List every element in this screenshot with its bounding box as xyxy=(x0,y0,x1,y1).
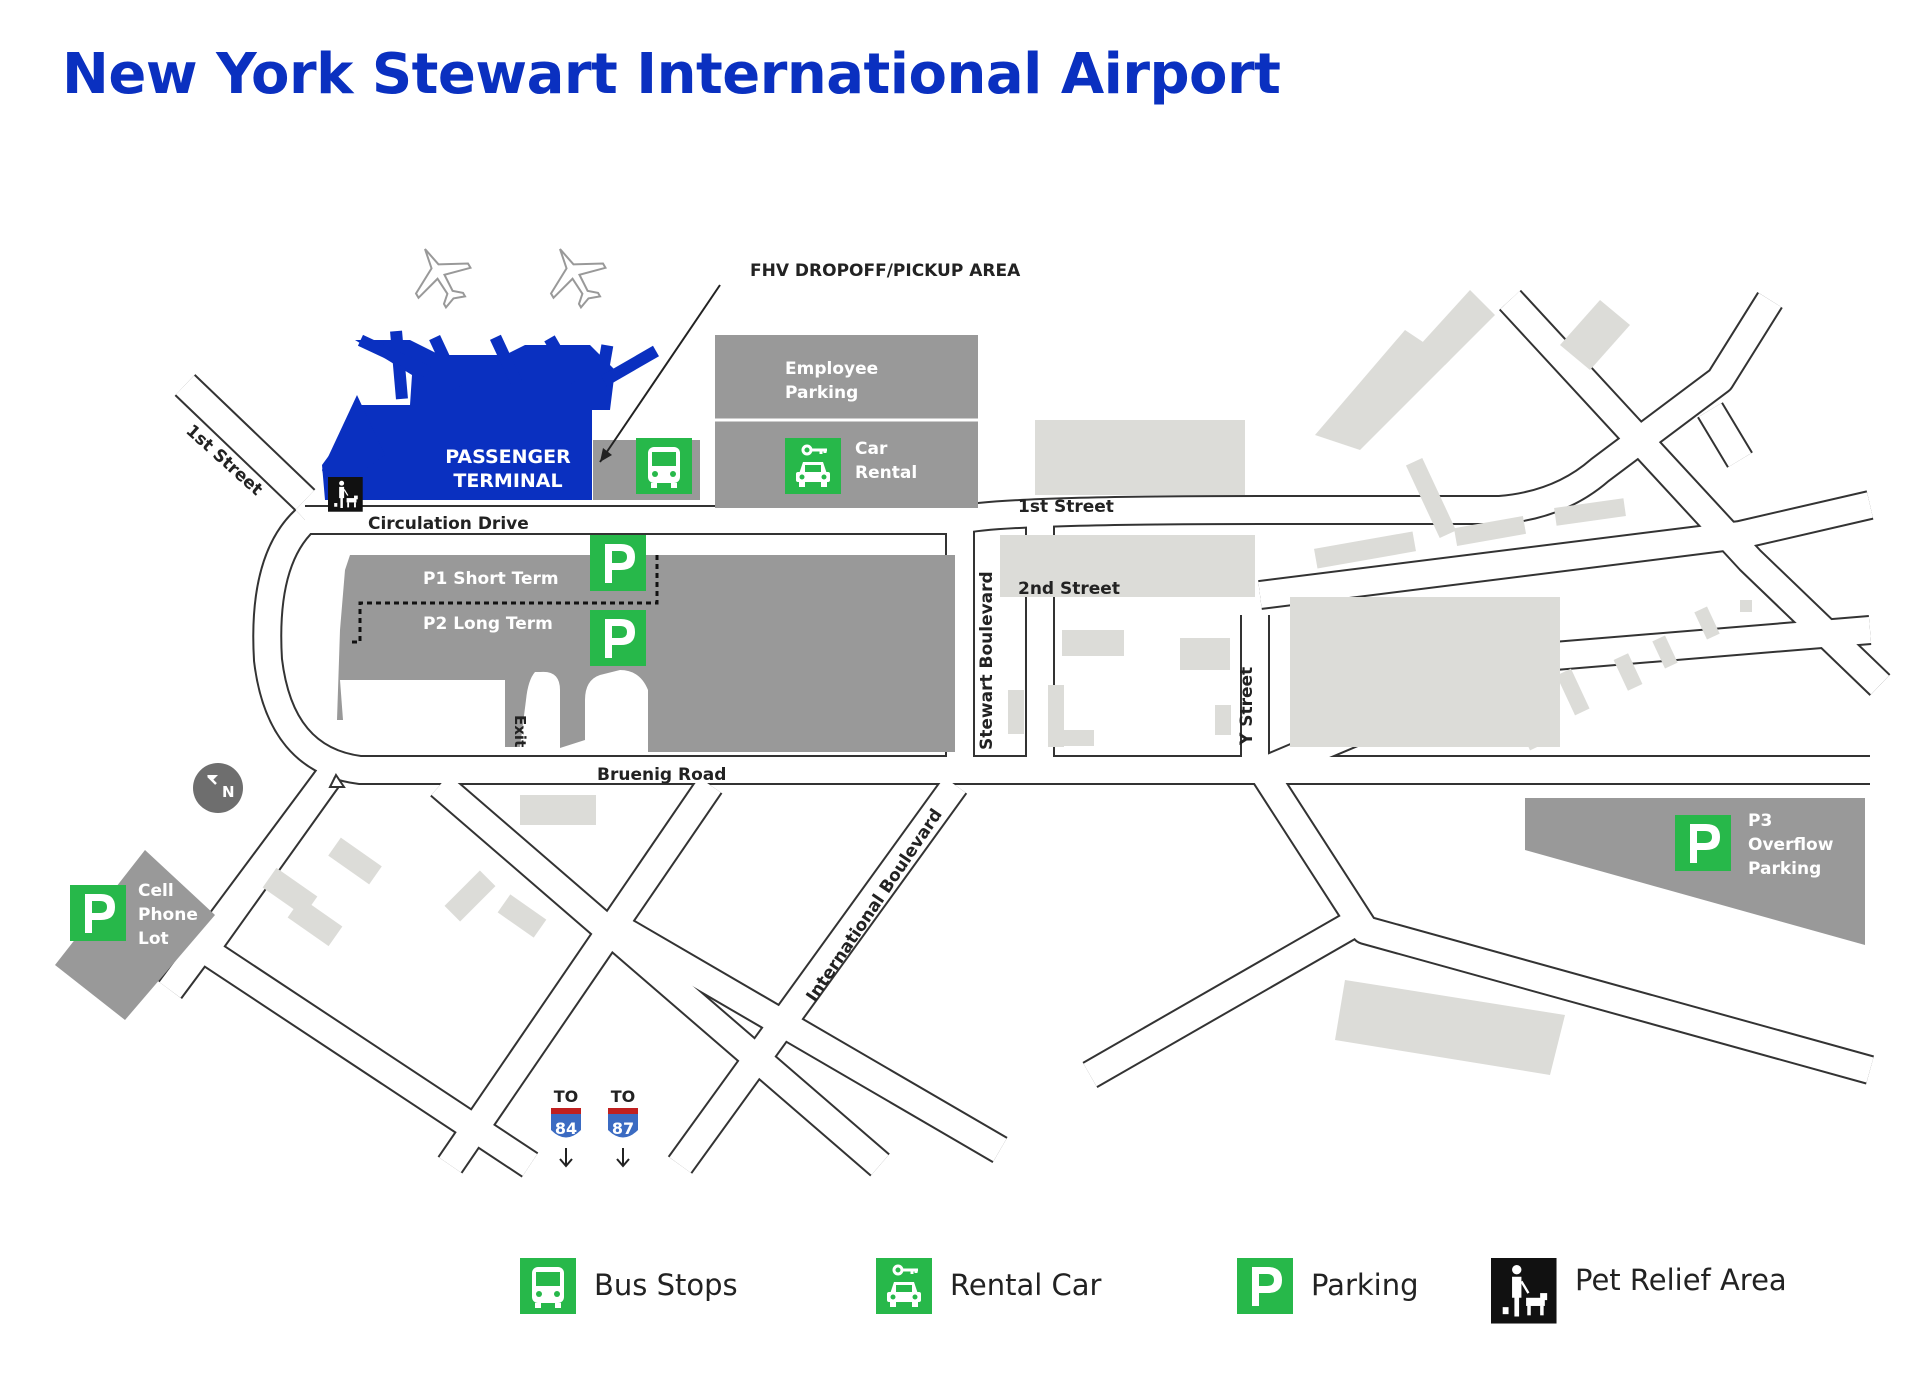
street-label-international-boulevard: International Boulevard xyxy=(803,805,947,1005)
hwy-87-number: 87 xyxy=(612,1119,634,1138)
p3-label: P3 xyxy=(1748,811,1772,831)
car-rental-label: Car xyxy=(855,439,888,459)
road-network xyxy=(157,289,1891,1178)
to-label: TO xyxy=(554,1087,579,1106)
car-rental-icon xyxy=(874,1256,934,1316)
legend-parking: Parking xyxy=(1293,1255,1419,1315)
page-title: New York Stewart International Airport xyxy=(62,42,1281,107)
cell-lot-label: Lot xyxy=(138,929,169,949)
employee-parking-label: Parking xyxy=(785,383,858,403)
pet-relief-icon xyxy=(1489,1256,1558,1325)
p1-label: P1 Short Term xyxy=(423,569,559,589)
legend-rental-car: Rental Car xyxy=(932,1255,1101,1315)
north-arrow-icon xyxy=(193,763,243,813)
legend-label: Bus Stops xyxy=(594,1268,738,1302)
parking-icon xyxy=(70,885,126,941)
passenger-terminal xyxy=(322,330,659,500)
p3-label: Overflow xyxy=(1748,835,1834,855)
legend-label: Pet Relief Area xyxy=(1575,1263,1787,1297)
street-label-circulation-drive: Circulation Drive xyxy=(368,514,529,534)
fhv-pointer xyxy=(599,284,721,463)
parking-icon xyxy=(1237,1258,1293,1314)
bus-icon xyxy=(636,438,692,494)
terminal-label: TERMINAL xyxy=(453,470,562,492)
street-label-y-street: Y Street xyxy=(1237,667,1257,746)
employee-parking-label: Employee xyxy=(785,359,878,379)
legend-label: Rental Car xyxy=(950,1268,1102,1302)
legend-pet-relief: Pet Relief Area xyxy=(1557,1250,1787,1310)
airplane-icon xyxy=(533,233,618,318)
terminal-label: PASSENGER xyxy=(445,446,571,468)
car-rental-icon xyxy=(783,436,843,496)
legend-label: Parking xyxy=(1311,1268,1419,1302)
street-label-stewart-boulevard: Stewart Boulevard xyxy=(977,571,997,750)
interstate-84-shield: TO 84 xyxy=(551,1087,581,1168)
exit-label: Exit xyxy=(511,715,529,747)
north-label: N xyxy=(222,783,235,801)
interstate-87-shield: TO 87 xyxy=(608,1087,638,1168)
fhv-label: FHV DROPOFF/PICKUP AREA xyxy=(750,261,1021,281)
pet-relief-icon xyxy=(327,476,364,513)
street-label-1st-street: 1st Street xyxy=(1018,497,1114,517)
car-rental-label: Rental xyxy=(855,463,917,483)
hwy-84-number: 84 xyxy=(555,1119,577,1138)
airplane-icon xyxy=(398,233,483,318)
legend-bus-stops: Bus Stops xyxy=(576,1255,738,1315)
parking-icon xyxy=(1675,815,1731,871)
p2-label: P2 Long Term xyxy=(423,614,553,634)
cell-lot-label: Phone xyxy=(138,905,198,925)
buildings xyxy=(262,290,1752,1075)
bus-icon xyxy=(520,1258,576,1314)
p3-label: Parking xyxy=(1748,859,1821,879)
parking-icon xyxy=(590,610,646,666)
cell-lot-label: Cell xyxy=(138,881,174,901)
street-label-bruenig-road: Bruenig Road xyxy=(597,765,726,785)
street-label-2nd-street: 2nd Street xyxy=(1018,579,1120,599)
parking-icon xyxy=(590,535,646,591)
to-label: TO xyxy=(611,1087,636,1106)
walkway xyxy=(352,555,659,644)
